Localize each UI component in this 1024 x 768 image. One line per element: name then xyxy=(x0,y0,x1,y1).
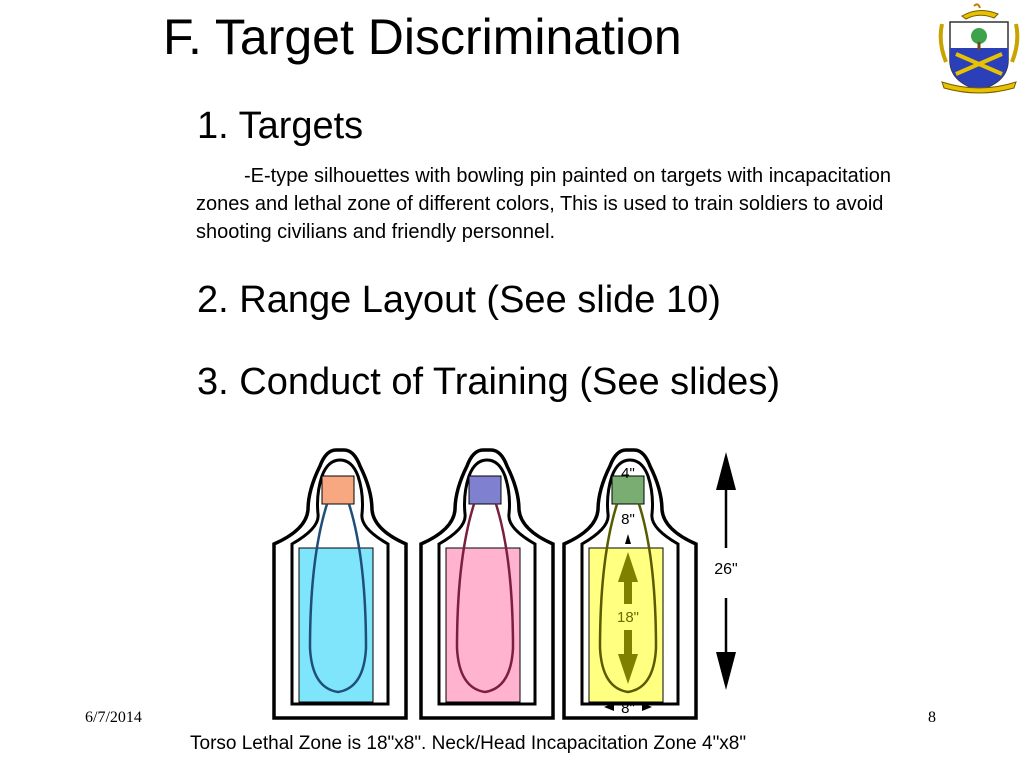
total-height-arrow-down-icon xyxy=(716,652,736,690)
target-3-head-zone xyxy=(611,475,645,505)
item-conduct-of-training: 3. Conduct of Training (See slides) xyxy=(197,361,780,403)
total-height-label: 26" xyxy=(714,561,737,578)
torso-height-arrow-down-icon xyxy=(618,654,638,684)
item-range-layout: 2. Range Layout (See slide 10) xyxy=(197,279,721,321)
target-1-bowling-pin xyxy=(308,503,368,694)
torso-height-arrow-up-icon xyxy=(618,552,638,582)
footer-date: 6/7/2014 xyxy=(85,709,142,726)
footer-page-number: 8 xyxy=(928,709,936,726)
target-3-bowling-pin xyxy=(598,503,658,694)
target-diagram: 4" 8" 18" 8" 26" xyxy=(272,448,738,720)
target-1 xyxy=(272,448,408,720)
item-targets: 1. Targets xyxy=(197,105,364,147)
head-width-label: 4" xyxy=(621,465,635,482)
target-1-head-zone xyxy=(321,475,355,505)
torso-width-arrow-left-icon xyxy=(604,703,614,711)
total-height-arrow-up-icon xyxy=(716,452,736,490)
zone-caption: Torso Lethal Zone is 18"x8". Neck/Head I… xyxy=(190,733,747,754)
torso-height-label: 18" xyxy=(617,609,639,626)
slide-title: F. Target Discrimination xyxy=(163,9,682,65)
torso-width-label: 8" xyxy=(621,700,635,717)
target-3 xyxy=(562,448,698,720)
target-2 xyxy=(419,448,555,720)
neck-height-label: 8" xyxy=(621,511,635,528)
targets-description: -E-type silhouettes with bowling pin pai… xyxy=(196,162,916,246)
target-2-bowling-pin xyxy=(455,503,515,694)
torso-width-arrow-right-icon xyxy=(642,703,652,711)
description-text: -E-type silhouettes with bowling pin pai… xyxy=(196,165,892,243)
unit-crest-icon xyxy=(938,3,1020,94)
target-2-head-zone xyxy=(468,475,502,505)
